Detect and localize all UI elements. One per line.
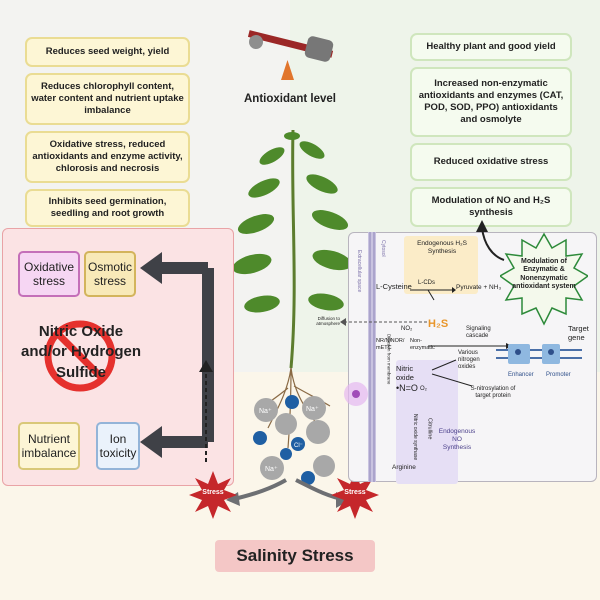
salt-ions-cluster: Na⁺ Na⁺ Na⁺ Cl⁻ <box>253 395 335 485</box>
l-cysteine-arrows <box>410 287 456 301</box>
h2s-synthesis-box <box>404 236 478 294</box>
no-h2s-center-label: Nitric Oxide and/or Hydrogen Sulfide <box>20 323 141 381</box>
signaling-cascade-label: Signaling cascade <box>466 326 491 340</box>
diffusion-membrane-label: Diffusion from membrane <box>386 334 392 385</box>
effect-box-antioxidants: Increased non-enzymatic antioxidants and… <box>410 67 572 137</box>
nitric-oxide-label: Nitric oxide <box>396 364 414 382</box>
dna-strand <box>496 344 582 364</box>
h2s-diffusion-arrow <box>340 318 428 326</box>
ion-toxicity-box: Ion toxicity <box>96 422 140 470</box>
no2-label: NO₂ <box>401 326 413 332</box>
ion-label-na-3: Na⁺ <box>265 466 278 473</box>
cytosol-label: Cytosol <box>380 240 386 257</box>
ion-label-na-2: Na⁺ <box>306 406 319 413</box>
arginine-label: Arginine <box>392 464 416 471</box>
diffusion-atmosphere-label: Diffusion to atmosphere <box>316 316 340 327</box>
o2-label: O₂ <box>420 386 427 392</box>
oxidative-stress-box: Oxidative stress <box>18 251 80 297</box>
citrulline-label: Citrulline <box>426 418 433 440</box>
pyruvate-label: Pyruvate + NH₃ <box>456 284 502 291</box>
upward-curved-arrow <box>476 220 505 261</box>
prohibited-icon <box>44 320 116 392</box>
enhancer-label: Enhancer <box>508 372 534 378</box>
effect-box-oxidative: Oxidative stress, reduced antioxidants a… <box>25 131 190 183</box>
cell-membrane <box>368 232 376 482</box>
extracellular-label: Extracellular space <box>356 250 362 293</box>
modulation-label: Modulation of Enzymatic & Nonenzymatic a… <box>512 258 576 291</box>
stress-star-left-label: Stress <box>202 489 224 496</box>
effect-box-chlorophyll: Reduces chlorophyll content, water conte… <box>25 73 190 125</box>
various-nitrogen-label: Various nitrogen oxides <box>458 350 480 371</box>
osmotic-stress-box: Osmotic stress <box>84 251 136 297</box>
seesaw-icon <box>247 30 334 80</box>
ion-label-na: Na⁺ <box>259 408 272 415</box>
effect-box-germination: Inhibits seed germination, seedling and … <box>25 189 190 227</box>
effect-box-reduced-oxidative: Reduced oxidative stress <box>410 143 572 181</box>
no-formula-label: •N=O <box>396 383 418 393</box>
signaling-arrows <box>428 343 512 387</box>
effect-box-seed-weight: Reduces seed weight, yield <box>25 37 190 67</box>
diagram-title: Salinity Stress <box>215 540 375 572</box>
promoter-label: Promoter <box>546 372 571 378</box>
nr-pathway-label: NR/NiNOR/ mETC <box>376 338 405 351</box>
antioxidant-level-label: Antioxidant level <box>243 93 337 105</box>
effect-box-no-h2s-modulation: Modulation of NO and H₂S synthesis <box>410 187 572 227</box>
stress-bracket-arrows <box>140 252 214 458</box>
effect-box-healthy-plant: Healthy plant and good yield <box>410 33 572 61</box>
ion-label-cl: Cl⁻ <box>294 443 303 449</box>
plant-illustration <box>232 129 352 449</box>
no-synthesis-title: Endogenous NO Synthesis <box>438 428 476 451</box>
l-cds-label: L-CDs <box>418 280 436 286</box>
no-diffusion-dot <box>344 382 368 406</box>
non-enzymatic-label: Non-enzymatic <box>410 338 435 351</box>
stress-star-left-icon <box>189 471 237 519</box>
dashed-up-arrow <box>199 360 213 462</box>
target-gene-label: Target gene <box>568 324 589 342</box>
h2s-synthesis-title: Endogenous H₂S Synthesis <box>417 240 467 255</box>
snitrosylation-label: S-nitrosylation of target protein <box>470 386 516 400</box>
stress-star-right-label: Stress <box>344 489 366 496</box>
modulation-starburst <box>500 232 588 326</box>
nos-label: Nitric oxide synthase <box>412 414 418 461</box>
l-cysteine-label: L-Cysteine <box>376 282 412 291</box>
h2s-label: H₂S <box>428 318 449 330</box>
stress-star-right-icon <box>331 471 379 519</box>
no-synthesis-box <box>396 360 458 484</box>
nutrient-imbalance-box: Nutrient imbalance <box>18 422 80 470</box>
